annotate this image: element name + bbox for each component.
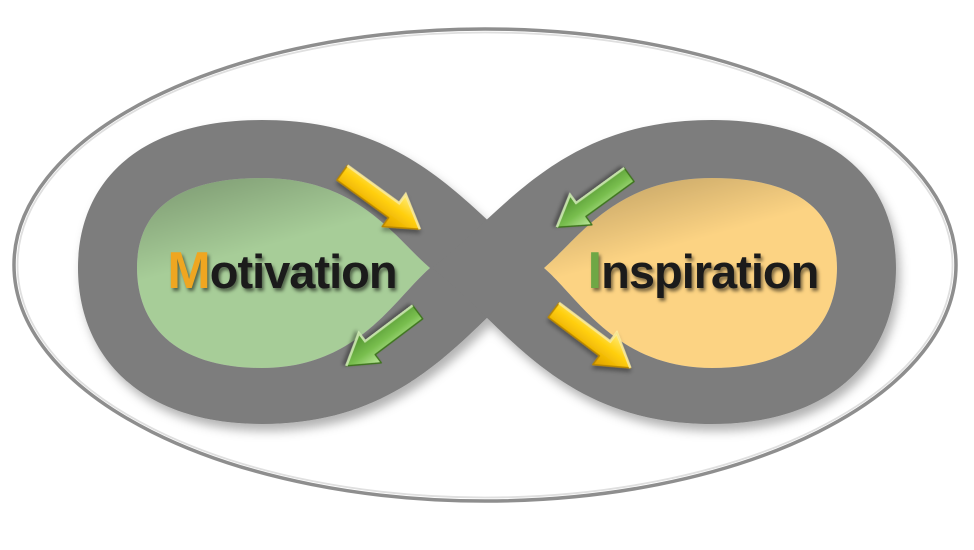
inspiration-label: Inspiration — [587, 241, 820, 301]
arrow-bottom-right-yellow-icon — [547, 301, 632, 369]
outer-ellipse-highlight-line — [16, 31, 954, 499]
motivation-loop-inner-shadow — [137, 178, 430, 368]
infinity-band-group — [78, 120, 896, 424]
arrow-top-right-green-icon — [555, 167, 635, 228]
arrow-bottom-left-green-icon — [345, 304, 424, 367]
arrow-top-left-yellow-icon — [336, 164, 421, 230]
motivation-initial-letter: M — [167, 242, 210, 300]
outer-ellipse-dark-line — [12, 27, 958, 503]
inspiration-label-rest: nspiration — [601, 245, 819, 298]
inspiration-initial-letter: I — [587, 242, 602, 300]
motivation-label: Motivation — [167, 241, 398, 301]
infinity-band-left — [78, 120, 542, 424]
flow-arrows — [336, 164, 635, 369]
motivation-label-rest: otivation — [209, 245, 398, 298]
outer-ellipse-frame — [12, 27, 958, 503]
infinity-band-right — [432, 120, 896, 424]
inspiration-loop-inner-shadow — [544, 178, 837, 368]
